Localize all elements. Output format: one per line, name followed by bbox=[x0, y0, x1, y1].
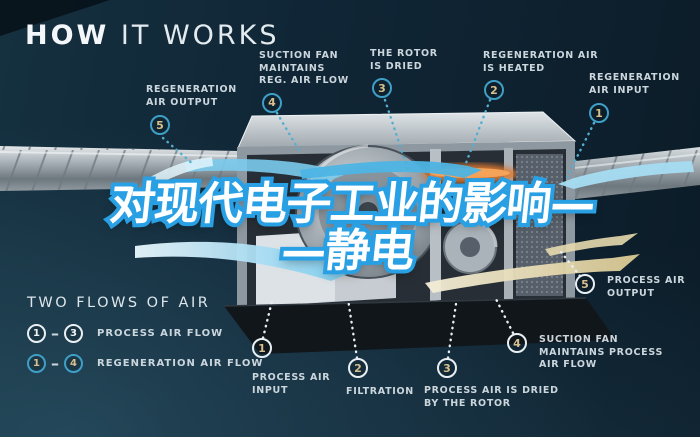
legend-from-badge: 1 bbox=[27, 354, 46, 373]
callout-label: REGENERATION AIR INPUT bbox=[589, 72, 680, 96]
leader-regen-3 bbox=[383, 98, 410, 172]
callout-number-badge: 1 bbox=[252, 338, 272, 358]
callout-process-air-output: 5 PROCESS AIR OUTPUT bbox=[575, 274, 685, 300]
legend-dash: – bbox=[51, 354, 59, 373]
callout-label: PROCESS AIR IS DRIED BY THE ROTOR bbox=[424, 385, 559, 409]
legend-to-badge: 4 bbox=[64, 354, 83, 373]
callout-number-badge: 2 bbox=[348, 358, 368, 378]
two-flows-legend: TWO FLOWS OF AIR 1 – 3 PROCESS AIR FLOW … bbox=[27, 295, 263, 384]
legend-from-badge: 1 bbox=[27, 324, 46, 343]
callout-rotor-is-dried: THE ROTOR IS DRIED 3 bbox=[370, 48, 438, 99]
leader-process-4 bbox=[494, 297, 515, 335]
callout-number-badge: 5 bbox=[150, 115, 170, 136]
callout-label: THE ROTOR IS DRIED bbox=[370, 48, 438, 72]
leader-regen-5 bbox=[161, 136, 196, 167]
callout-number-badge: 3 bbox=[437, 358, 457, 378]
divider-panel bbox=[430, 149, 441, 301]
leader-regen-4 bbox=[275, 111, 302, 154]
callout-regeneration-air-input: REGENERATION AIR INPUT 1 bbox=[589, 72, 680, 124]
leader-process-5 bbox=[559, 250, 582, 278]
callout-process-air-input: 1 PROCESS AIR INPUT bbox=[252, 338, 330, 397]
page-title: HOW IT WORKS bbox=[25, 20, 280, 51]
callout-label: FILTRATION bbox=[346, 386, 414, 397]
callout-number-badge: 4 bbox=[507, 333, 527, 353]
suction-fan bbox=[443, 219, 498, 274]
callout-filtration: 2 FILTRATION bbox=[346, 358, 414, 399]
divider-panel bbox=[504, 148, 513, 300]
leader-process-1 bbox=[261, 299, 274, 340]
callout-number-badge: 2 bbox=[484, 80, 504, 101]
process-air-flow-arrows bbox=[135, 157, 694, 281]
corner-shadow bbox=[0, 0, 110, 36]
legend-row-regeneration: 1 – 4 REGENERATION AIR FLOW bbox=[27, 354, 263, 373]
callout-number-badge: 3 bbox=[372, 78, 392, 99]
leader-lines bbox=[161, 98, 596, 360]
leader-regen-1 bbox=[565, 121, 596, 179]
callout-regeneration-air-heated: REGENERATION AIR IS HEATED 2 bbox=[483, 50, 599, 101]
callout-label: REGENERATION AIR IS HEATED bbox=[483, 50, 599, 74]
legend-label: PROCESS AIR FLOW bbox=[97, 328, 224, 339]
callout-suction-fan-reg: SUCTION FAN MAINTAINS REG. AIR FLOW 4 bbox=[259, 50, 349, 113]
leader-regen-2 bbox=[461, 98, 492, 173]
legend-to-badge: 3 bbox=[64, 324, 83, 343]
callout-process-air-dried: 3 PROCESS AIR IS DRIED BY THE ROTOR bbox=[424, 358, 559, 410]
callout-number-badge: 5 bbox=[575, 274, 595, 294]
callout-label: SUCTION FAN MAINTAINS PROCESS AIR FLOW bbox=[539, 334, 663, 371]
callout-label: PROCESS AIR INPUT bbox=[252, 372, 331, 396]
callout-number-badge: 1 bbox=[589, 103, 609, 124]
regeneration-air-flow-arrows bbox=[425, 233, 640, 293]
legend-label: REGENERATION AIR FLOW bbox=[97, 358, 264, 369]
callout-label: PROCESS AIR OUTPUT bbox=[607, 275, 686, 299]
leader-process-2 bbox=[346, 297, 359, 360]
callout-label: REGENERATION AIR OUTPUT bbox=[146, 84, 237, 108]
legend-row-process: 1 – 3 PROCESS AIR FLOW bbox=[27, 324, 263, 343]
cabinet bbox=[237, 111, 577, 318]
title-strong: HOW bbox=[25, 20, 110, 51]
legend-dash: – bbox=[51, 324, 59, 343]
callout-label: SUCTION FAN MAINTAINS REG. AIR FLOW bbox=[259, 50, 349, 87]
callout-regeneration-air-output: REGENERATION AIR OUTPUT 5 bbox=[146, 84, 237, 136]
legend-title: TWO FLOWS OF AIR bbox=[27, 295, 211, 311]
title-light: IT WORKS bbox=[109, 20, 280, 51]
callout-number-badge: 4 bbox=[262, 92, 282, 113]
callout-suction-fan-process: 4 SUCTION FAN MAINTAINS PROCESS AIR FLOW bbox=[507, 333, 663, 372]
